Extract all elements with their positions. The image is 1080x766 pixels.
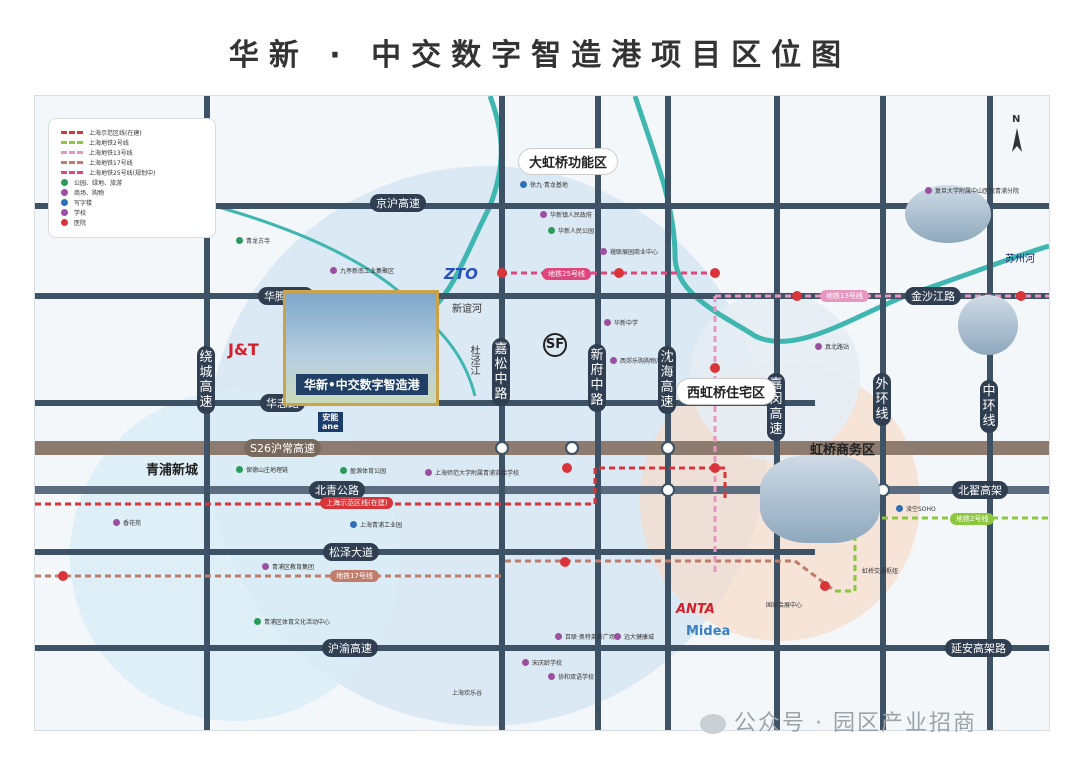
road-label-songze: 松泽大道 bbox=[323, 543, 379, 561]
area-dahongqiao: 大虹桥功能区 bbox=[518, 148, 619, 175]
poi-lingkong: 淩空SOHO bbox=[896, 504, 936, 513]
sf-logo: SF bbox=[543, 333, 567, 357]
poi-jiuting: 九亭新南工业集聚区 bbox=[330, 266, 394, 275]
area-hongqiao-cbd: 虹桥商务区 bbox=[810, 443, 876, 458]
watermark: 公众号 · 园区产业招商 bbox=[700, 705, 977, 737]
road-label-beizhai: 北翟高架 bbox=[952, 481, 1008, 499]
legend-item: 上海地铁2号线 bbox=[61, 138, 129, 147]
poi-xijiao: 西郊乐购购物广场 bbox=[610, 356, 668, 365]
area-qingpu: 青浦新城 bbox=[146, 463, 199, 478]
map-svg bbox=[35, 96, 1049, 730]
legend-item: 公园、绿地、旅游 bbox=[61, 178, 122, 187]
poi-huaxin-mid: 华新中学 bbox=[604, 318, 638, 327]
road-label-huyu: 沪渝高速 bbox=[322, 639, 378, 657]
poi-yunlian: 蕴联展园商业中心 bbox=[600, 247, 658, 256]
legend-swatch bbox=[61, 161, 83, 164]
poi-yuanda: 远大健康城 bbox=[614, 632, 654, 641]
road-label-jinghu: 京沪高速 bbox=[370, 194, 426, 212]
poi-hub: 虹桥交通枢纽 bbox=[862, 568, 899, 575]
bailian-thumb bbox=[905, 185, 991, 243]
road-label-raocheng: 绕城高速 bbox=[197, 346, 215, 414]
poi-shengyuan: 盈源体育公园 bbox=[340, 466, 386, 475]
anta-logo: ANTA bbox=[676, 602, 715, 617]
road-label-jiasong: 嘉松中路 bbox=[492, 338, 510, 406]
poi-shifan: 上海师范大学附属青浦实验学校 bbox=[425, 468, 519, 477]
metro-line-17-east bbox=[505, 559, 836, 593]
poi-huaxin-gov: 华新镇人民政府 bbox=[540, 210, 592, 219]
midea-logo: Midea bbox=[686, 624, 731, 639]
legend-swatch bbox=[61, 151, 83, 154]
legend-swatch bbox=[61, 199, 68, 206]
metro-tag-13: 地铁13号线 bbox=[820, 290, 869, 302]
poi-bailian-outlets: 百联·奥特莱斯广场 bbox=[555, 632, 615, 641]
road-label-jinsha: 金沙江路 bbox=[905, 287, 961, 305]
poi-huaxin-park: 华新人民公园 bbox=[548, 226, 594, 235]
map-legend: 上海示范区线(在建) 上海地铁2号线 上海地铁13号线 上海地铁17号线 上海地… bbox=[48, 118, 216, 238]
road-label-shenhai: 沈海高速 bbox=[658, 346, 676, 414]
qingpu-zone-circle bbox=[70, 391, 400, 721]
wechat-icon bbox=[700, 714, 726, 734]
legend-swatch bbox=[61, 179, 68, 186]
poi-bailian-zhonghuan: 复旦大学附属中山医院青浦分院 bbox=[925, 186, 1019, 195]
road-label-beiqing: 北青公路 bbox=[309, 481, 365, 499]
hongqiao-hub-thumb bbox=[760, 455, 880, 543]
river-label-suzhou: 苏州河 bbox=[1005, 254, 1035, 265]
legend-item: 医院 bbox=[61, 218, 86, 227]
north-arrow-icon bbox=[1012, 128, 1022, 152]
metro-tag-demo: 上海示范区线(在建) bbox=[320, 497, 394, 509]
poi-xianghua: 香花苑 bbox=[113, 518, 141, 527]
legend-swatch bbox=[61, 171, 83, 174]
road-label-yanan: 延安高架路 bbox=[945, 639, 1012, 657]
legend-item: 上海示范区线(在建) bbox=[61, 128, 142, 137]
legend-swatch bbox=[61, 189, 68, 196]
legend-swatch bbox=[61, 131, 83, 134]
legend-item: 上海地铁25号线(规划中) bbox=[61, 168, 155, 177]
metro-tag-25: 地铁25号线 bbox=[542, 268, 591, 280]
legend-item: 商场、购物 bbox=[61, 188, 104, 197]
poi-xuqing: 徐九·青龙基地 bbox=[520, 180, 568, 189]
river-label-xinyi: 新谊河 bbox=[452, 304, 482, 315]
road-label-zhonghuan: 中环线 bbox=[980, 380, 998, 433]
zto-logo: ZTO bbox=[444, 265, 478, 283]
zhonghuan-thumb bbox=[958, 295, 1018, 355]
poi-tiyu: 青浦区体育文化活动中心 bbox=[254, 617, 330, 626]
poi-jiaoyu: 青浦区教育集团 bbox=[262, 562, 314, 571]
road-label-xinfu: 新府中路 bbox=[588, 344, 606, 412]
metro-tag-17: 地铁17号线 bbox=[330, 570, 379, 582]
poi-baode: 保德山庄地理链 bbox=[236, 465, 288, 474]
legend-swatch bbox=[61, 209, 68, 216]
poi-industrial-park: 上海青浦工业园 bbox=[350, 520, 402, 529]
poi-qinglong: 青龙古寺 bbox=[236, 236, 270, 245]
legend-swatch bbox=[61, 219, 68, 226]
metro-tag-2: 地铁2号线 bbox=[950, 513, 995, 525]
north-label: N bbox=[1012, 114, 1021, 125]
legend-item: 上海地铁17号线 bbox=[61, 158, 133, 167]
legend-swatch bbox=[61, 141, 83, 144]
poi-wanda: 真北路站 bbox=[815, 342, 849, 351]
legend-item: 上海地铁13号线 bbox=[61, 148, 133, 157]
project-name: 华新•中交数字智造港 bbox=[296, 374, 428, 395]
river-label-du: 杜泾江 bbox=[468, 345, 479, 375]
legend-item: 写字楼 bbox=[61, 198, 92, 207]
demo-line bbox=[35, 466, 727, 506]
map-title: 华新 · 中交数字智造港项目区位图 bbox=[228, 38, 852, 73]
poi-expo: 国家会展中心 bbox=[766, 602, 803, 609]
road-label-s26: S26沪常高速 bbox=[244, 439, 321, 457]
poi-happy-valley: 上海欢乐谷 bbox=[452, 690, 483, 697]
jt-logo: J&T bbox=[228, 340, 259, 359]
road-label-waihuan: 外环线 bbox=[873, 373, 891, 426]
area-xihongqiao: 西虹桥住宅区 bbox=[676, 378, 777, 405]
poi-songqingling: 宋庆龄学校 bbox=[522, 658, 562, 667]
legend-item: 学校 bbox=[61, 208, 86, 217]
poi-xiehe: 协和双语学校 bbox=[548, 672, 594, 681]
